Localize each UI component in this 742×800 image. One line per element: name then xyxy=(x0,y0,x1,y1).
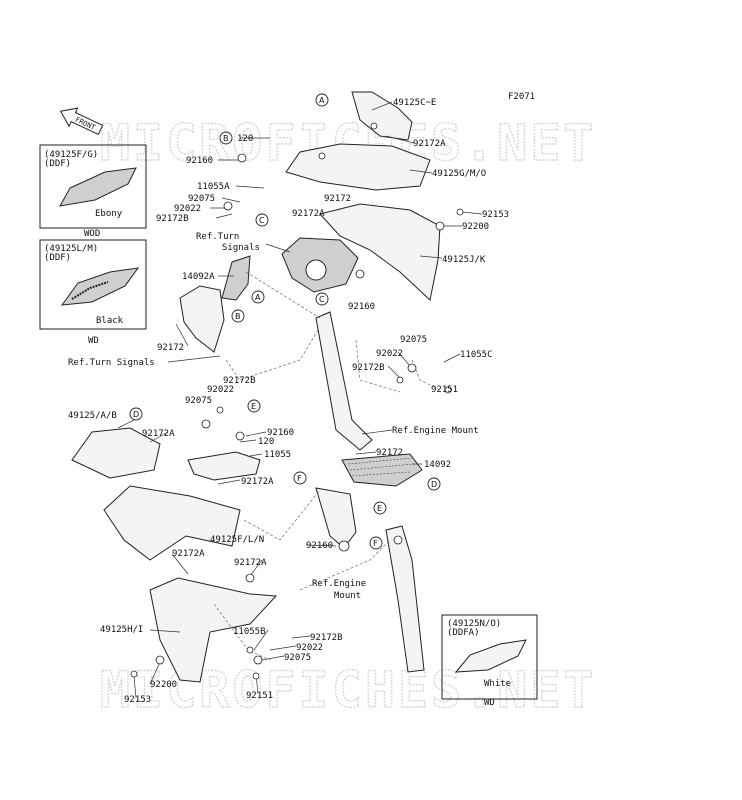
label-49125j-k: 49125J/K xyxy=(442,255,486,265)
cover-49125c-e xyxy=(351,91,413,141)
label-49125g-m-o: 49125G/M/O xyxy=(432,169,486,179)
callout-black-code: WD xyxy=(88,336,99,346)
label-92172b-3: 92172B xyxy=(223,376,256,386)
callout-white-code: WD xyxy=(484,698,495,708)
side-cover-black-icon xyxy=(60,267,140,306)
label-92151-1: 92151 xyxy=(431,385,458,395)
panel-49125h-i xyxy=(149,577,278,683)
label-ref-engine-1: Ref.Engine Mount xyxy=(392,426,479,436)
label-49125f-l-n: 49125F/L/N xyxy=(210,535,264,545)
label-11055b: 11055B xyxy=(233,627,266,637)
ref-marker-f-2: F xyxy=(373,539,378,548)
label-49125-a-b: 49125/A/B xyxy=(68,411,117,421)
label-92153-1: 92153 xyxy=(482,210,509,220)
label-ref-engine-2a: Ref.Engine xyxy=(312,579,366,589)
cover-14092a xyxy=(221,255,251,301)
bracket-49125j-k xyxy=(319,203,441,301)
callout-ebony-color: Ebony xyxy=(95,209,123,219)
callout-black-part: (49125L/M) xyxy=(44,244,98,254)
label-92022-2: 92022 xyxy=(376,349,403,359)
label-92022-4: 92022 xyxy=(296,643,323,653)
ref-marker-e-1: E xyxy=(251,402,256,411)
label-92075-1: 92075 xyxy=(188,194,215,204)
label-92200-1: 92200 xyxy=(462,222,489,232)
part-labels: 49125C~E 92172A 120 92160 49125G/M/O 110… xyxy=(68,98,509,705)
callout-ebony-finish: (DDF) xyxy=(44,159,71,169)
label-92160-4: 92160 xyxy=(306,541,333,551)
label-92075-4: 92075 xyxy=(284,653,311,663)
label-92160-2: 92160 xyxy=(348,302,375,312)
panel-49125f-l-n xyxy=(103,485,241,561)
label-92172b-4: 92172B xyxy=(310,633,343,643)
label-49125c-e: 49125C~E xyxy=(393,98,436,108)
ref-marker-f-1: F xyxy=(297,474,302,483)
label-92172-left: 92172 xyxy=(157,343,184,353)
label-92172b-1: 92172B xyxy=(156,214,189,224)
label-92153-2: 92153 xyxy=(124,695,151,705)
front-arrow-icon: FRONT xyxy=(59,107,104,136)
label-ref-turn-1a: Ref.Turn xyxy=(196,232,239,242)
bracket-mid xyxy=(315,487,357,549)
panel-49125-a-b xyxy=(71,427,161,479)
label-92172a-3: 92172A xyxy=(142,429,175,439)
ref-markers: A B C A B C D E F D E F xyxy=(129,93,441,550)
label-92075-2: 92075 xyxy=(400,335,427,345)
label-92172a-1: 92172A xyxy=(413,139,446,149)
label-120-2: 120 xyxy=(258,437,274,447)
ref-marker-a-1: A xyxy=(319,96,325,105)
label-92172b-2: 92172B xyxy=(352,363,385,373)
label-49125h-i: 49125H/I xyxy=(100,625,143,635)
ref-marker-a-2: A xyxy=(255,293,261,302)
label-92172a-5: 92172A xyxy=(172,549,205,559)
callout-ebony-part: (49125F/G) xyxy=(44,150,98,160)
frame-right xyxy=(385,525,425,673)
callout-white-finish: (DDFA) xyxy=(447,628,480,638)
bracket-11055 xyxy=(187,451,261,481)
label-ref-turn-2: Ref.Turn Signals xyxy=(68,358,155,368)
callout-black-color: Black xyxy=(96,316,124,326)
label-92160-1: 92160 xyxy=(186,156,213,166)
label-92075-3: 92075 xyxy=(185,396,212,406)
ref-marker-e-2: E xyxy=(377,504,382,513)
callout-black-finish: (DDF) xyxy=(44,253,71,263)
figure-code: F2071 xyxy=(508,92,535,102)
label-14092: 14092 xyxy=(424,460,451,470)
label-92172-mid: 92172 xyxy=(376,448,403,458)
ref-marker-c-1: C xyxy=(259,216,265,225)
callout-ebony-code: WOD xyxy=(84,229,100,239)
label-92200-2: 92200 xyxy=(150,680,177,690)
callout-box-white: (49125N/O) (DDFA) White WD xyxy=(441,614,538,708)
frame-upper xyxy=(315,311,373,451)
label-92172-top: 92172 xyxy=(324,194,351,204)
label-ref-turn-1b: Signals xyxy=(222,243,260,253)
label-92172a-6: 92172A xyxy=(234,558,267,568)
callout-box-ebony: (49125F/G) (DDF) Ebony WOD xyxy=(39,144,147,239)
label-120-1: 120 xyxy=(237,134,253,144)
label-92022-3: 92022 xyxy=(207,385,234,395)
ref-marker-b-1: B xyxy=(223,134,229,143)
side-cover-white-icon xyxy=(454,639,527,673)
label-92172a-2: 92172A xyxy=(292,209,325,219)
ref-marker-d-1: D xyxy=(133,410,139,419)
callout-white-part: (49125N/O) xyxy=(447,619,501,629)
label-92151-2: 92151 xyxy=(246,691,273,701)
label-ref-engine-2b: Mount xyxy=(334,591,361,601)
label-92172a-4: 92172A xyxy=(241,477,274,487)
label-11055: 11055 xyxy=(264,450,291,460)
callout-box-black: (49125L/M) (DDF) Black WD xyxy=(39,239,147,346)
label-11055c: 11055C xyxy=(460,350,493,360)
hardware xyxy=(130,122,464,680)
callout-white-color: White xyxy=(484,679,511,689)
side-cover-ebony-icon xyxy=(59,167,137,207)
ref-marker-c-2: C xyxy=(319,295,325,304)
label-92022-1: 92022 xyxy=(174,204,201,214)
ref-marker-b-2: B xyxy=(235,312,241,321)
label-92160-3: 92160 xyxy=(267,428,294,438)
label-11055a: 11055A xyxy=(197,182,230,192)
label-14092a: 14092A xyxy=(182,272,215,282)
grille-14092 xyxy=(341,453,423,487)
ref-marker-d-2: D xyxy=(431,480,437,489)
side-panel-upper xyxy=(179,285,225,353)
